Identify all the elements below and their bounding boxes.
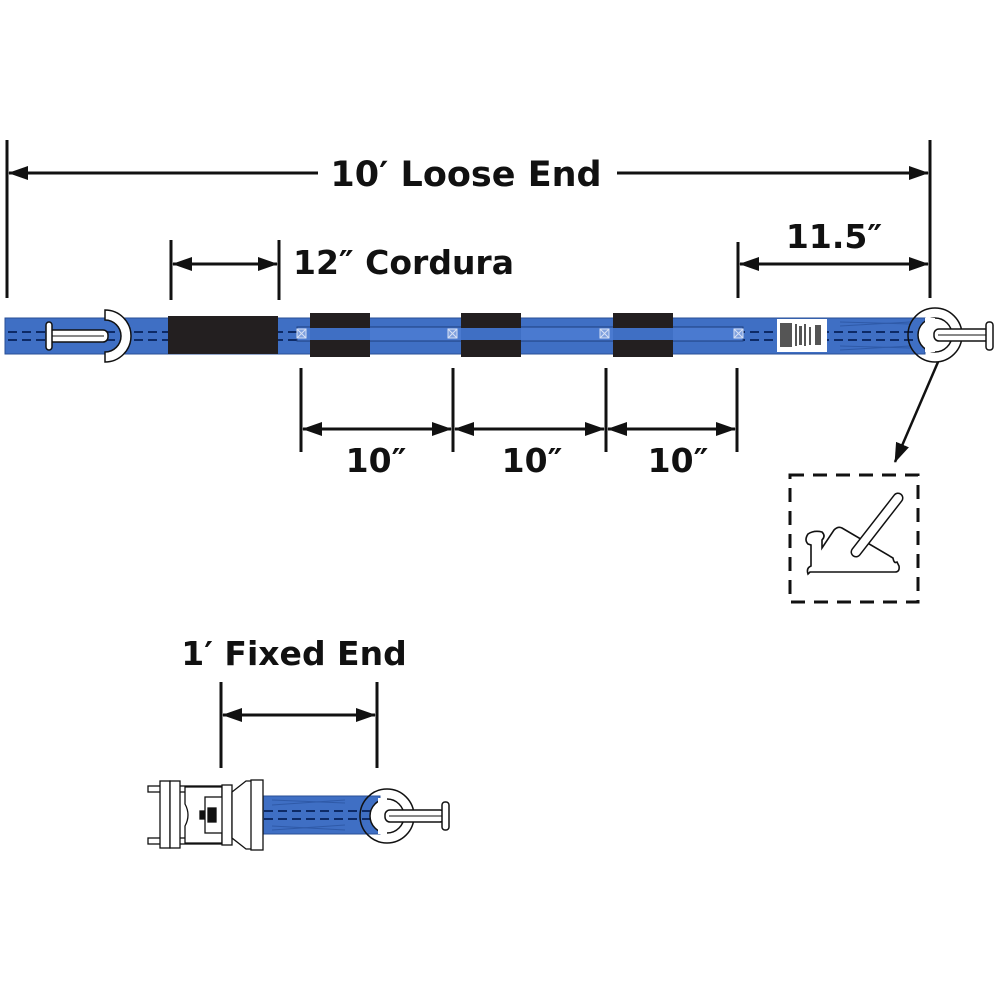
spacing-dimensions: 10″ 10″ 10″ — [299, 368, 739, 480]
webbing-texture — [839, 321, 911, 351]
detail-inset-frame — [788, 473, 920, 604]
webbing-texture — [271, 799, 346, 831]
spacing-label-2: 10″ — [502, 441, 563, 480]
loose-end-strap — [4, 307, 994, 363]
end-length-label: 11.5″ — [786, 217, 882, 256]
cordura-dimension: 12″ Cordura — [169, 240, 514, 300]
e-track-spring-fitting-icon — [359, 788, 450, 844]
wear-pad-gap — [613, 328, 673, 340]
end-length-dimension: 11.5″ — [736, 217, 929, 298]
fixed-end-label: 1′ Fixed End — [181, 634, 406, 673]
product-label-tag-icon — [777, 319, 827, 352]
detail-callout-arrow — [893, 361, 940, 463]
ratchet-buckle-icon — [147, 779, 264, 851]
e-track-fitting-detail-icon — [788, 473, 920, 604]
cordura-sleeve — [168, 316, 278, 354]
wear-pad-gap — [461, 328, 521, 340]
spacing-label-1: 10″ — [346, 441, 407, 480]
fitting-lever — [852, 494, 902, 556]
fixed-end-dimension: 1′ Fixed End — [181, 634, 407, 768]
loose-end-label: 10′ Loose End — [330, 155, 601, 195]
e-track-spring-fitting-icon — [45, 309, 132, 363]
e-track-spring-fitting-icon — [907, 307, 994, 363]
wear-pad-gap — [310, 328, 370, 340]
spacing-label-3: 10″ — [648, 441, 709, 480]
box-stitch-marks — [296, 328, 744, 339]
fixed-end-strap — [147, 779, 450, 851]
loose-end-dimension: 10′ Loose End — [5, 140, 932, 298]
cordura-label: 12″ Cordura — [293, 243, 514, 282]
